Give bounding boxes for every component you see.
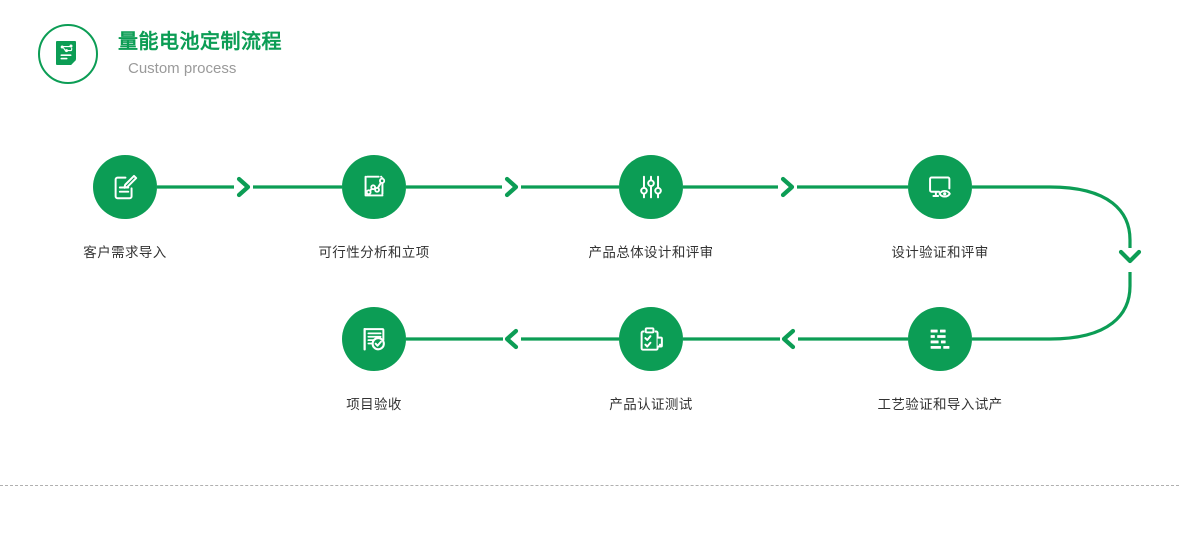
step-label-1: 客户需求导入 xyxy=(83,245,167,260)
step-node-4[interactable]: 设计验证和评审 xyxy=(860,155,1020,261)
step-label-7: 项目验收 xyxy=(346,397,402,412)
step-label-5: 工艺验证和导入试产 xyxy=(877,397,1003,412)
step-node-5[interactable]: 工艺验证和导入试产 xyxy=(860,307,1020,413)
step-label-2: 可行性分析和立项 xyxy=(318,245,430,260)
section-header: 量能电池定制流程 Custom process xyxy=(38,24,282,84)
header-text-group: 量能电池定制流程 Custom process xyxy=(118,30,282,79)
step-node-1[interactable]: 客户需求导入 xyxy=(45,155,205,261)
chevron-down-icon-1 xyxy=(1118,249,1142,264)
clipboard-check-icon xyxy=(619,307,683,371)
chevron-right-icon-1 xyxy=(236,176,251,198)
bar-chart-equalizer-icon xyxy=(908,307,972,371)
page-subtitle: Custom process xyxy=(128,59,237,77)
page-title: 量能电池定制流程 xyxy=(118,30,282,53)
flowchart-document-icon xyxy=(38,24,98,84)
step-label-3: 产品总体设计和评审 xyxy=(588,245,714,260)
monitor-eye-review-icon xyxy=(908,155,972,219)
step-node-2[interactable]: 可行性分析和立项 xyxy=(294,155,454,261)
step-label-6: 产品认证测试 xyxy=(609,397,693,412)
document-edit-icon xyxy=(93,155,157,219)
step-label-4: 设计验证和评审 xyxy=(891,245,989,260)
line-4-5-upper xyxy=(972,185,1132,248)
step-node-3[interactable]: 产品总体设计和评审 xyxy=(571,155,731,261)
chevron-right-icon-2 xyxy=(504,176,519,198)
step-node-7[interactable]: 项目验收 xyxy=(294,307,454,413)
line-4-5-lower xyxy=(972,272,1132,341)
bottom-dashed-divider xyxy=(0,485,1179,486)
chevron-left-icon-2 xyxy=(504,328,519,350)
chevron-right-icon-3 xyxy=(780,176,795,198)
chevron-left-icon-1 xyxy=(781,328,796,350)
step-node-6[interactable]: 产品认证测试 xyxy=(571,307,731,413)
sliders-settings-icon xyxy=(619,155,683,219)
line-chart-analysis-icon xyxy=(342,155,406,219)
document-seal-check-icon xyxy=(342,307,406,371)
